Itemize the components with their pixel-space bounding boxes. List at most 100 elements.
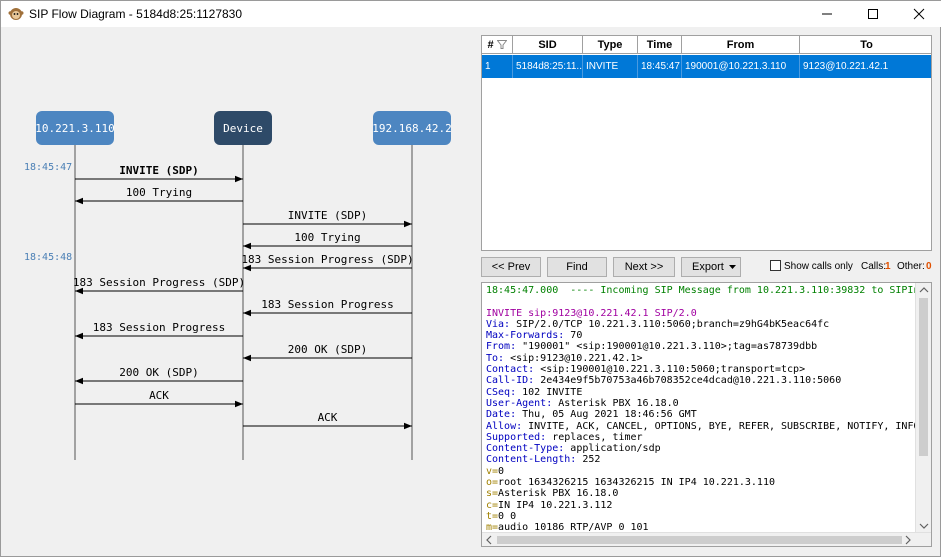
other-count-value: 0 xyxy=(926,261,932,272)
cell-sid: 5184d8:25:11... xyxy=(513,55,583,78)
sip-header-value: <sip:9123@10.221.42.1> xyxy=(504,353,642,364)
sip-header-name: Contact: xyxy=(486,364,534,375)
scroll-thumb[interactable] xyxy=(919,298,928,456)
message-arrow[interactable]: 183 Session Progress (SDP) xyxy=(241,253,413,268)
sip-message-line: To: <sip:9123@10.221.42.1> xyxy=(486,353,932,364)
show-calls-only-label: Show calls only xyxy=(784,261,853,272)
sip-message-line xyxy=(486,296,932,307)
sip-header-name: From: xyxy=(486,341,516,352)
message-arrow[interactable]: 100 Trying xyxy=(243,231,412,246)
sip-header-value: Asterisk PBX 16.18.0 xyxy=(498,488,618,499)
sip-header-name: Date: xyxy=(486,409,516,420)
vertical-scrollbar[interactable] xyxy=(915,283,931,546)
message-arrow[interactable]: 183 Session Progress (SDP) xyxy=(73,276,245,291)
scroll-up-icon[interactable] xyxy=(916,283,932,297)
sip-header-name: Content-Length: xyxy=(486,454,576,465)
title-bar[interactable]: SIP Flow Diagram - 5184d8:25:1127830 xyxy=(1,1,941,27)
close-button[interactable] xyxy=(896,1,941,27)
sip-message-line: t=0 0 xyxy=(486,511,932,522)
show-calls-only-checkbox[interactable] xyxy=(770,260,781,271)
export-button[interactable]: Export xyxy=(681,257,741,277)
horizontal-scrollbar[interactable] xyxy=(482,532,931,546)
column-header-time[interactable]: Time xyxy=(638,36,682,54)
message-label: 100 Trying xyxy=(126,186,192,199)
sip-header-name: Supported: xyxy=(486,432,546,443)
message-arrow[interactable]: INVITE (SDP) xyxy=(75,164,243,179)
participant-node[interactable]: Device xyxy=(214,111,272,145)
find-button[interactable]: Find xyxy=(547,257,607,277)
sip-header-name: o= xyxy=(486,477,498,488)
sip-message-line: CSeq: 102 INVITE xyxy=(486,387,932,398)
column-header-to[interactable]: To xyxy=(800,36,932,54)
sip-header-value: 252 xyxy=(576,454,600,465)
window-title: SIP Flow Diagram - 5184d8:25:1127830 xyxy=(29,7,242,21)
message-arrow[interactable]: ACK xyxy=(75,389,243,404)
column-header-from[interactable]: From xyxy=(682,36,800,54)
calls-count-value: 1 xyxy=(885,261,891,272)
scroll-right-icon[interactable] xyxy=(901,533,915,547)
participant-node[interactable]: 192.168.42.2 xyxy=(372,111,451,145)
message-arrow[interactable]: INVITE (SDP) xyxy=(243,209,412,224)
sip-message-line: Max-Forwards: 70 xyxy=(486,330,932,341)
sip-message-text: 18:45:47.000 ---- Incoming SIP Message f… xyxy=(486,285,932,534)
sip-message-line: Allow: INVITE, ACK, CANCEL, OPTIONS, BYE… xyxy=(486,421,932,432)
sip-header-value: 102 INVITE xyxy=(516,387,582,398)
sip-header-value: Thu, 05 Aug 2021 18:46:56 GMT xyxy=(516,409,697,420)
participant-label: 192.168.42.2 xyxy=(372,122,451,135)
cell-num: 1 xyxy=(482,55,513,78)
sip-header-value: Asterisk PBX 16.18.0 xyxy=(552,398,678,409)
message-arrow[interactable]: 200 OK (SDP) xyxy=(75,366,243,381)
app-monkey-icon xyxy=(8,6,24,22)
message-arrow[interactable]: 183 Session Progress xyxy=(243,298,412,313)
sip-header-value: 70 xyxy=(564,330,582,341)
column-header-label: Time xyxy=(647,39,672,51)
sip-header-name: t= xyxy=(486,511,498,522)
sip-header-name: User-Agent: xyxy=(486,398,552,409)
next-button[interactable]: Next >> xyxy=(613,257,675,277)
column-header-num[interactable]: # xyxy=(482,36,513,54)
message-label: 100 Trying xyxy=(294,231,360,244)
column-header-label: To xyxy=(860,39,873,51)
sip-message-line: User-Agent: Asterisk PBX 16.18.0 xyxy=(486,398,932,409)
message-arrow[interactable]: ACK xyxy=(243,411,412,426)
sip-message-line: Content-Type: application/sdp xyxy=(486,443,932,454)
calls-grid[interactable]: # SID Type Time From To 1 5184d8:25:11..… xyxy=(481,35,932,251)
message-arrow[interactable]: 200 OK (SDP) xyxy=(243,343,412,358)
sip-header-value: <sip:190001@10.221.3.110:5060;transport=… xyxy=(534,364,805,375)
message-label: 183 Session Progress xyxy=(93,321,225,334)
cell-from: 190001@10.221.3.110 xyxy=(682,55,800,78)
minimize-button[interactable] xyxy=(804,1,850,27)
message-arrow[interactable]: 183 Session Progress xyxy=(75,321,243,336)
message-label: 200 OK (SDP) xyxy=(119,366,198,379)
cell-to: 9123@10.221.42.1 xyxy=(800,55,931,78)
sip-header-name: To: xyxy=(486,353,504,364)
column-header-sid[interactable]: SID xyxy=(513,36,583,54)
column-header-label: SID xyxy=(538,39,556,51)
message-label: 200 OK (SDP) xyxy=(288,343,367,356)
scroll-left-icon[interactable] xyxy=(482,533,496,547)
flow-diagram[interactable]: 10.221.3.110Device192.168.42.2 18:45:471… xyxy=(3,28,477,555)
filter-icon[interactable] xyxy=(497,40,507,49)
scroll-down-icon[interactable] xyxy=(916,519,932,533)
sip-header-name: Content-Type: xyxy=(486,443,564,454)
h-scroll-thumb[interactable] xyxy=(497,536,902,544)
sip-message-line: s=Asterisk PBX 16.18.0 xyxy=(486,488,932,499)
maximize-button[interactable] xyxy=(850,1,896,27)
message-label: 183 Session Progress (SDP) xyxy=(241,253,413,266)
cell-time: 18:45:47 xyxy=(638,55,682,78)
sip-header-name: Max-Forwards: xyxy=(486,330,564,341)
sip-message-viewer[interactable]: 18:45:47.000 ---- Incoming SIP Message f… xyxy=(481,282,932,547)
sip-header-value: 0 0 xyxy=(498,511,516,522)
sip-message-line: INVITE sip:9123@10.221.42.1 SIP/2.0 xyxy=(486,308,932,319)
cell-type: INVITE xyxy=(583,55,638,78)
participant-node[interactable]: 10.221.3.110 xyxy=(35,111,114,145)
prev-button[interactable]: << Prev xyxy=(481,257,541,277)
sip-message-line: c=IN IP4 10.221.3.112 xyxy=(486,500,932,511)
column-header-type[interactable]: Type xyxy=(583,36,638,54)
close-icon xyxy=(913,8,925,20)
column-header-label: From xyxy=(727,39,755,51)
timestamp-label: 18:45:48 xyxy=(24,252,72,263)
sip-header-name: INVITE sip:9123@10.221.42.1 SIP/2.0 xyxy=(486,308,697,319)
message-arrow[interactable]: 100 Trying xyxy=(75,186,243,201)
message-label: INVITE (SDP) xyxy=(119,164,198,177)
